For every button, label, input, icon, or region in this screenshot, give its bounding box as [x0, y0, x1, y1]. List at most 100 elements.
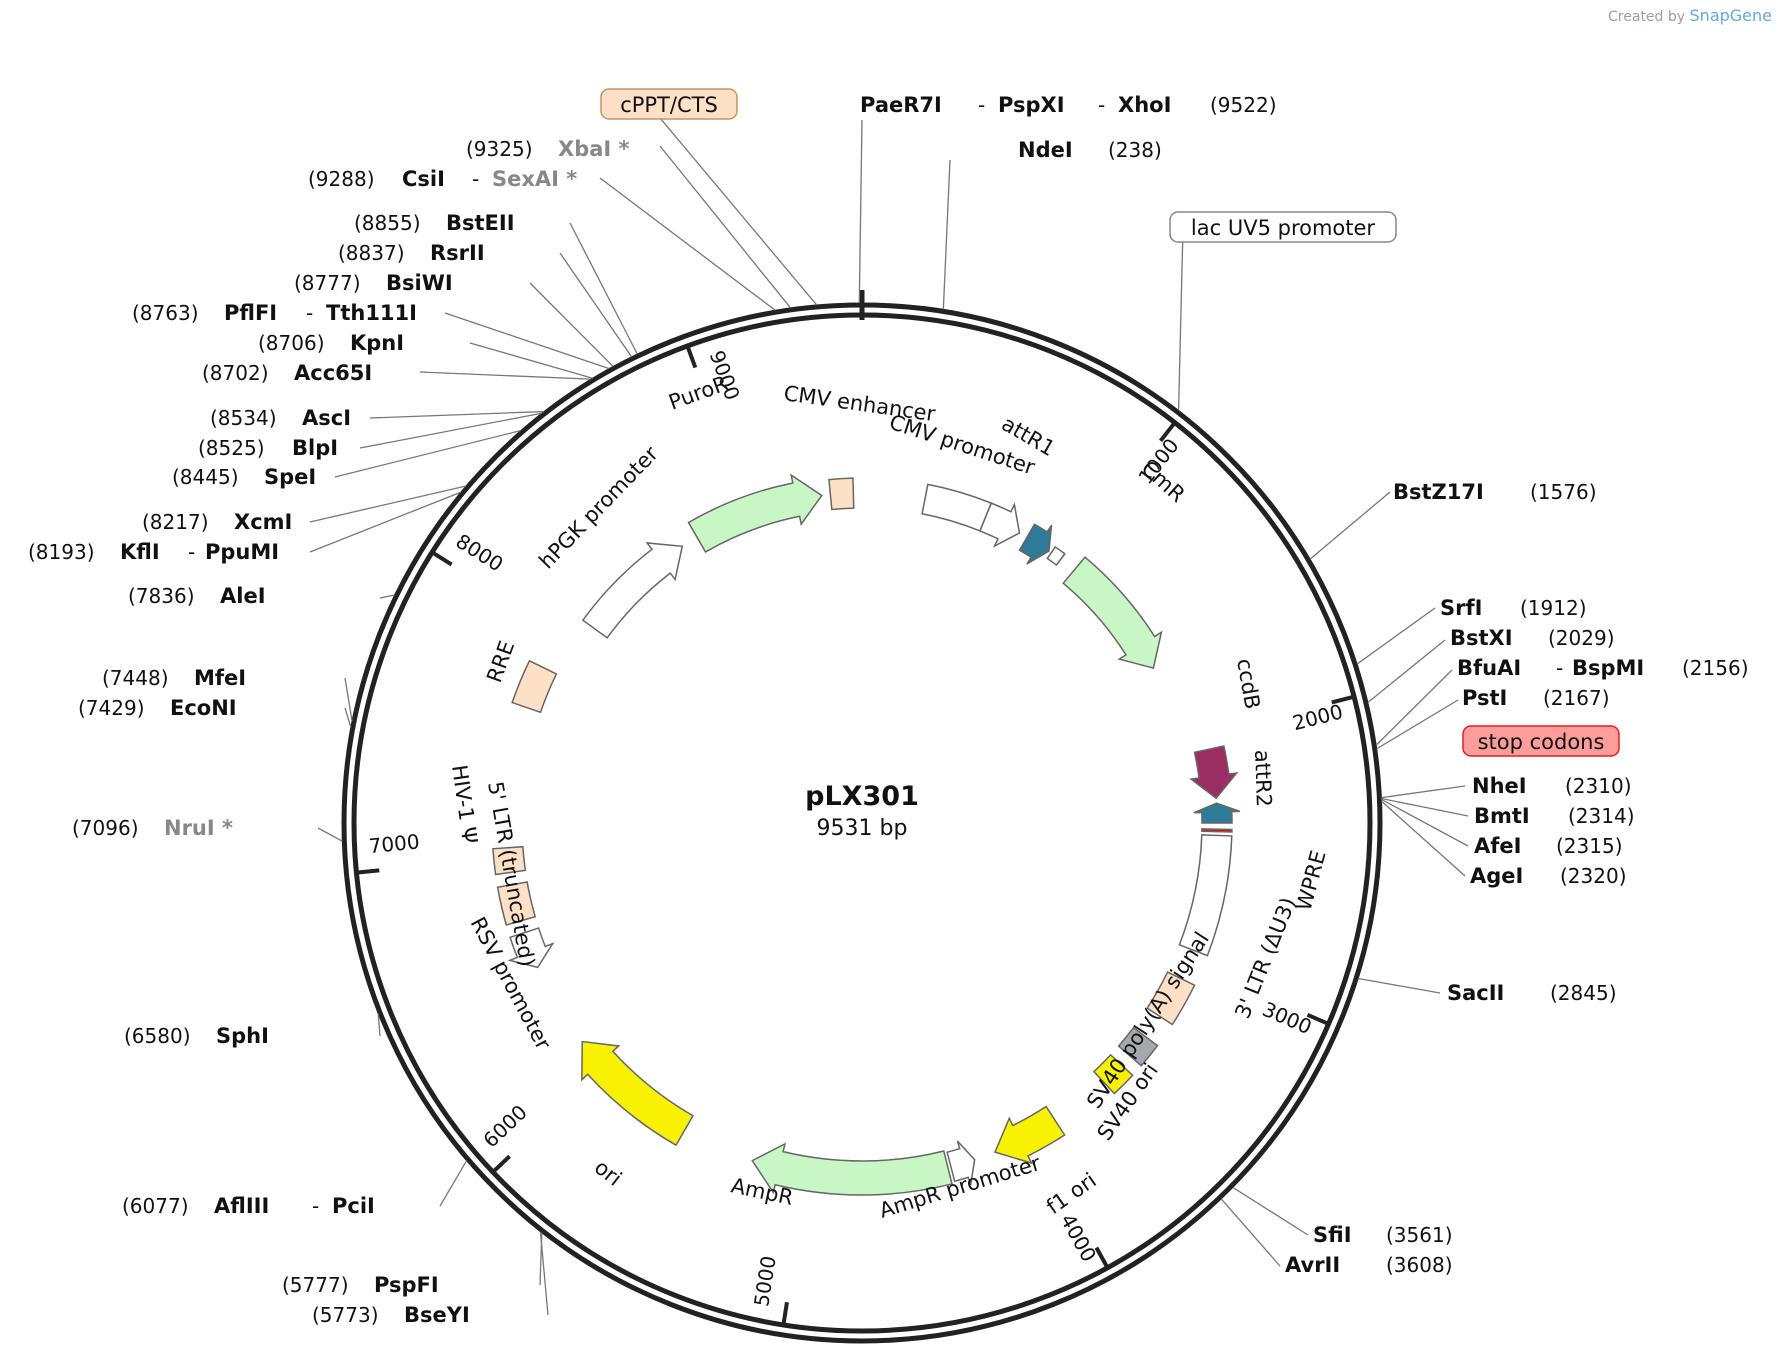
boxed-label-lacuv5: lac UV5 promoter: [1169, 211, 1397, 243]
feature-5-ltr-truncated: [496, 881, 537, 926]
leader-line: [599, 177, 776, 311]
svg-text:(8777): (8777): [294, 271, 361, 295]
leader-line: [1381, 800, 1466, 877]
feature-ccdb: [1189, 745, 1239, 800]
svg-text:(1576): (1576): [1530, 480, 1597, 504]
tick-mark-2000: [1331, 694, 1355, 705]
svg-text:-: -: [306, 301, 313, 325]
svg-text:BseYI: BseYI: [404, 1303, 470, 1327]
leader-line: [439, 1160, 468, 1207]
svg-text:NruI *: NruI *: [164, 816, 233, 840]
svg-text:(2314): (2314): [1568, 804, 1635, 828]
svg-text:lac UV5 promoter: lac UV5 promoter: [1191, 216, 1376, 240]
leader-line: [377, 1013, 381, 1037]
svg-text:stop codons: stop codons: [1478, 730, 1605, 754]
plasmid-length: 9531 bp: [817, 816, 908, 841]
leader-line: [1220, 1198, 1281, 1267]
svg-text:-: -: [472, 167, 479, 191]
svg-text:RsrII: RsrII: [430, 241, 485, 265]
svg-text:BspMI: BspMI: [1572, 656, 1644, 680]
svg-text:XcmI: XcmI: [234, 510, 292, 534]
svg-text:PspFI: PspFI: [374, 1273, 439, 1297]
leader-line: [539, 1231, 549, 1316]
site-leader-lines: [309, 117, 1469, 1316]
label-ccdb: ccdB: [1232, 657, 1264, 711]
svg-text:(7836): (7836): [128, 584, 195, 608]
svg-text:PstI: PstI: [1462, 686, 1507, 710]
leader-line: [1177, 227, 1184, 411]
leader-line: [1381, 798, 1469, 847]
tick-label-7000: 7000: [368, 829, 421, 858]
svg-text:AscI: AscI: [302, 406, 351, 430]
svg-text:PflFI: PflFI: [224, 301, 277, 325]
feature-rre: [511, 659, 558, 714]
svg-text:NdeI: NdeI: [1018, 138, 1073, 162]
svg-text:AvrII: AvrII: [1285, 1253, 1340, 1277]
leader-line: [344, 677, 353, 722]
leader-line: [379, 594, 395, 599]
feature-cmr: [1062, 556, 1163, 669]
leader-line: [1381, 797, 1469, 817]
feature-cmv-enhancer: [921, 483, 993, 532]
leader-line: [858, 119, 863, 304]
svg-text:(8445): (8445): [172, 465, 239, 489]
svg-text:(2320): (2320): [1560, 864, 1627, 888]
leader-line: [1232, 1186, 1309, 1236]
feature-puror: [687, 473, 823, 553]
leader-line: [1375, 669, 1453, 746]
feature-rsv-promoter: [507, 927, 555, 969]
svg-text:(5777): (5777): [282, 1273, 349, 1297]
boxed-label-cppt: cPPT/CTS: [600, 88, 738, 120]
svg-text:XhoI: XhoI: [1118, 93, 1171, 117]
leader-line: [529, 282, 614, 367]
tick-label-3000: 3000: [1259, 997, 1315, 1039]
feature-ampr: [751, 1142, 953, 1196]
svg-text:-: -: [1098, 93, 1105, 117]
svg-text:AfeI: AfeI: [1474, 834, 1521, 858]
svg-text:(8217): (8217): [142, 510, 209, 534]
svg-text:Acc65I: Acc65I: [294, 361, 372, 385]
tick-label-6000: 6000: [478, 1100, 531, 1152]
tick-label-2000: 2000: [1290, 699, 1345, 735]
svg-text:Tth111I: Tth111I: [326, 301, 417, 325]
tick-mark-6000: [491, 1154, 511, 1174]
svg-text:(6580): (6580): [124, 1024, 191, 1048]
svg-text:(9325): (9325): [466, 137, 533, 161]
svg-text:SexAI *: SexAI *: [492, 167, 577, 191]
svg-text:(2315): (2315): [1556, 834, 1623, 858]
leader-line: [559, 252, 633, 358]
feature-wpre: [1178, 834, 1233, 957]
leader-line: [659, 117, 818, 306]
tick-mark-3000: [1306, 1013, 1330, 1026]
svg-text:(9522): (9522): [1210, 93, 1277, 117]
leader-line: [309, 491, 461, 553]
svg-text:cPPT/CTS: cPPT/CTS: [620, 93, 718, 117]
svg-text:PaeR7I: PaeR7I: [860, 93, 942, 117]
feature-layer: [492, 473, 1241, 1196]
tick-mark-1000: [1159, 421, 1177, 443]
leader-line: [369, 410, 545, 419]
svg-text:(7429): (7429): [78, 696, 145, 720]
leader-line: [1381, 785, 1466, 799]
plasmid-name: pLX301: [805, 781, 919, 812]
svg-text:BfuAI: BfuAI: [1457, 656, 1521, 680]
tick-mark-4000: [1094, 1246, 1110, 1269]
site-labels: PaeR7I - PspXI - XhoI (9522) NdeI (238) …: [28, 93, 1749, 1327]
svg-text:(8534): (8534): [210, 406, 277, 430]
leader-line: [942, 159, 951, 310]
leader-line: [317, 827, 343, 842]
svg-text:(8525): (8525): [198, 436, 265, 460]
svg-text:BlpI: BlpI: [292, 436, 338, 460]
tick-mark-8000: [431, 550, 453, 567]
svg-text:BsiWI: BsiWI: [386, 271, 453, 295]
leader-line: [344, 707, 352, 728]
svg-text:BstXI: BstXI: [1450, 626, 1513, 650]
svg-text:(7096): (7096): [72, 816, 139, 840]
leader-line: [419, 371, 592, 380]
leader-line: [1309, 491, 1391, 560]
feature-attr2: [1193, 802, 1241, 824]
svg-text:-: -: [978, 93, 985, 117]
leader-line: [469, 342, 593, 379]
svg-text:SrfI: SrfI: [1440, 596, 1482, 620]
svg-text:(2310): (2310): [1565, 774, 1632, 798]
